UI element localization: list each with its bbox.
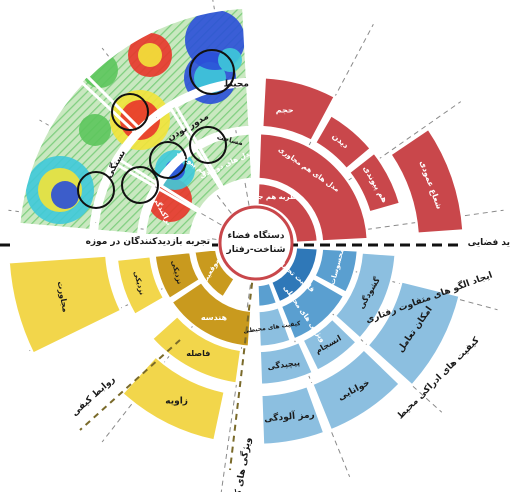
guide-line <box>270 281 351 477</box>
center-title: دستگاه فضاء <box>228 229 285 241</box>
heatmap-segment-outline <box>118 107 196 185</box>
axis-label-bottom: ویژگی های کم <box>230 436 253 492</box>
blue-mid-segment-1 <box>312 247 360 295</box>
blue-outer-3 <box>259 384 327 447</box>
blue-mid-segment-3 <box>257 305 293 349</box>
heatmap-segment-outline <box>197 131 255 190</box>
rotation-ring <box>149 141 187 179</box>
heatmap-blob <box>79 114 111 146</box>
yellow-ring1-b <box>115 254 166 317</box>
heatmap-blob <box>138 43 162 67</box>
red-outer-label-1: حجم <box>276 106 294 115</box>
red-outer-segment-3 <box>347 150 402 215</box>
yellow-inner-segment <box>192 247 237 300</box>
axis-left-bg <box>12 234 212 247</box>
vertical-axis <box>229 249 257 471</box>
red-outer-segment-1 <box>260 75 337 143</box>
yellow-ring1-c <box>7 254 123 356</box>
rotation-ring <box>77 171 115 209</box>
blue-ring2-2 <box>300 316 359 373</box>
heatmap-segment-outline <box>173 83 252 145</box>
label-qualitative-relations: روابط کیفی <box>70 375 117 419</box>
blue-mid-segment-2 <box>279 276 347 342</box>
rotation-ring <box>111 93 149 131</box>
heatmap-overlays <box>17 5 255 241</box>
rotation-ring <box>189 126 227 164</box>
blue-mid-label-4: پیچیدگی <box>267 357 301 371</box>
red-mid-segment <box>257 131 370 243</box>
heatmap-segment-outline <box>17 80 137 233</box>
blue-ring2-1 <box>333 251 397 341</box>
center-circle <box>218 205 294 281</box>
guide-line <box>101 276 232 443</box>
label-environment: محیط <box>224 80 249 90</box>
center-subtitle: شناخت-رفتار <box>226 245 286 255</box>
yellow-ring2-label: هندسه <box>201 313 228 322</box>
ring-segments <box>7 75 465 447</box>
red-inner-label: نظریه هم جوار <box>247 193 300 201</box>
heatmap-segment-outline <box>94 162 156 237</box>
guide-line <box>288 101 462 223</box>
guide-line <box>295 209 504 240</box>
blue-outer-2 <box>310 347 402 433</box>
axis-label-right: ید فضایی <box>468 238 510 248</box>
rotation-ring <box>189 49 235 95</box>
heatmap-blob <box>51 181 79 209</box>
yellow-ring4 <box>120 354 227 443</box>
yellow-ring1-a <box>153 250 202 301</box>
guide-line <box>274 24 374 210</box>
heatmap-segment-outline <box>158 147 224 213</box>
blue-outer-1 <box>365 279 462 388</box>
guide-line <box>294 254 498 311</box>
red-inner-segment <box>256 181 320 245</box>
heatmap-blob <box>82 52 118 88</box>
blue-inner-segment-2 <box>256 280 279 309</box>
blue-ring2-3 <box>258 340 315 387</box>
guide-line <box>220 284 251 492</box>
red-outer-segment-2 <box>313 113 373 171</box>
yellow-ring3 <box>150 314 243 386</box>
blue-inner-segment <box>269 245 320 305</box>
rotation-ring <box>121 166 159 204</box>
axis-label-left: تجربه بازدیدکنندگان در موزه <box>86 235 210 247</box>
yellow-ring4-label: زاویه <box>165 396 188 406</box>
yellow-ring2 <box>169 280 253 349</box>
yellow-ring3-label: فاصله <box>186 349 210 358</box>
axis-right-bg <box>464 235 512 247</box>
qualitative-axis <box>79 339 181 431</box>
guide-line <box>285 271 443 413</box>
red-outer-segment-4 <box>388 126 465 236</box>
heatmap-segment-outline <box>85 5 249 130</box>
